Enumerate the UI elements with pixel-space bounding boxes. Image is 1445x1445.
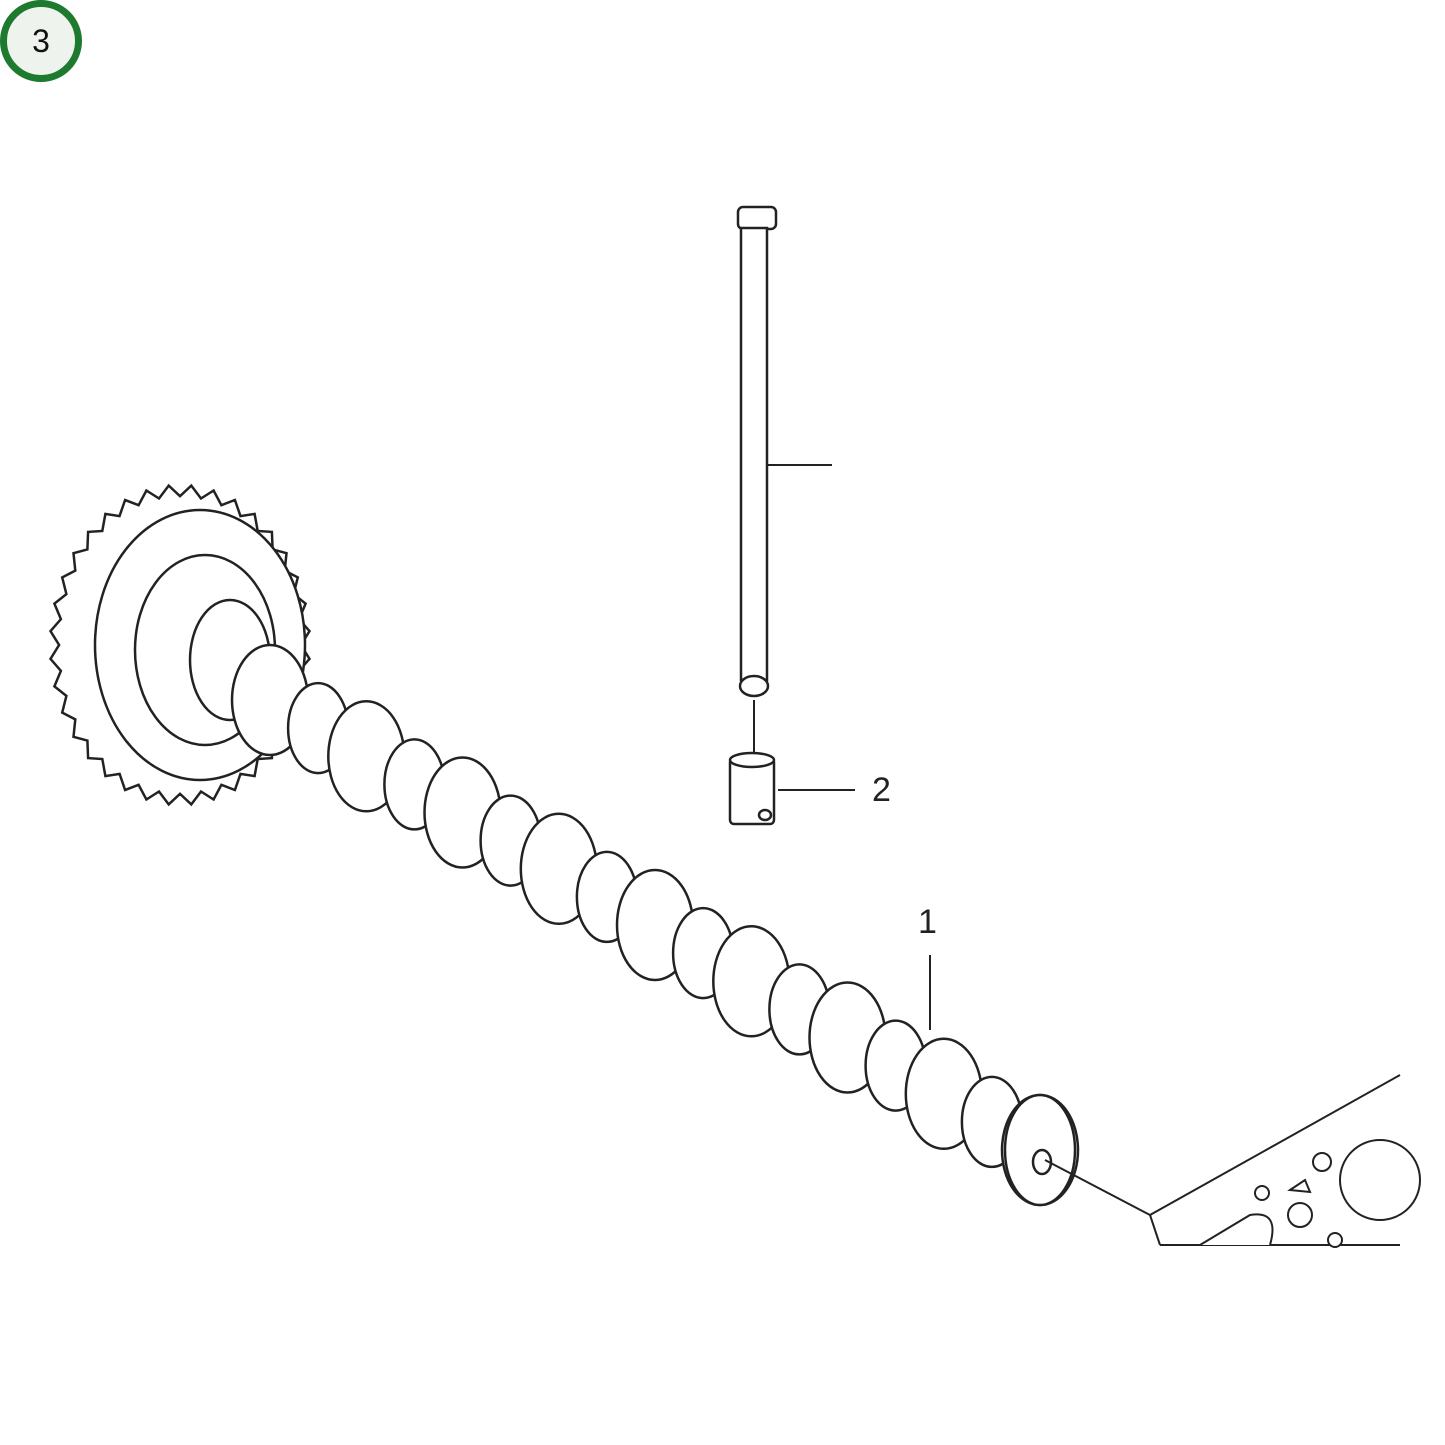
callout-1[interactable]: 1 — [918, 903, 937, 941]
engine-block — [1148, 1074, 1421, 1248]
pushrod[interactable] — [736, 205, 778, 698]
callout-3-highlighted[interactable]: 3 — [0, 0, 82, 82]
tappet[interactable] — [728, 751, 776, 826]
camshaft — [230, 643, 1080, 1207]
callout-2[interactable]: 2 — [872, 771, 891, 809]
